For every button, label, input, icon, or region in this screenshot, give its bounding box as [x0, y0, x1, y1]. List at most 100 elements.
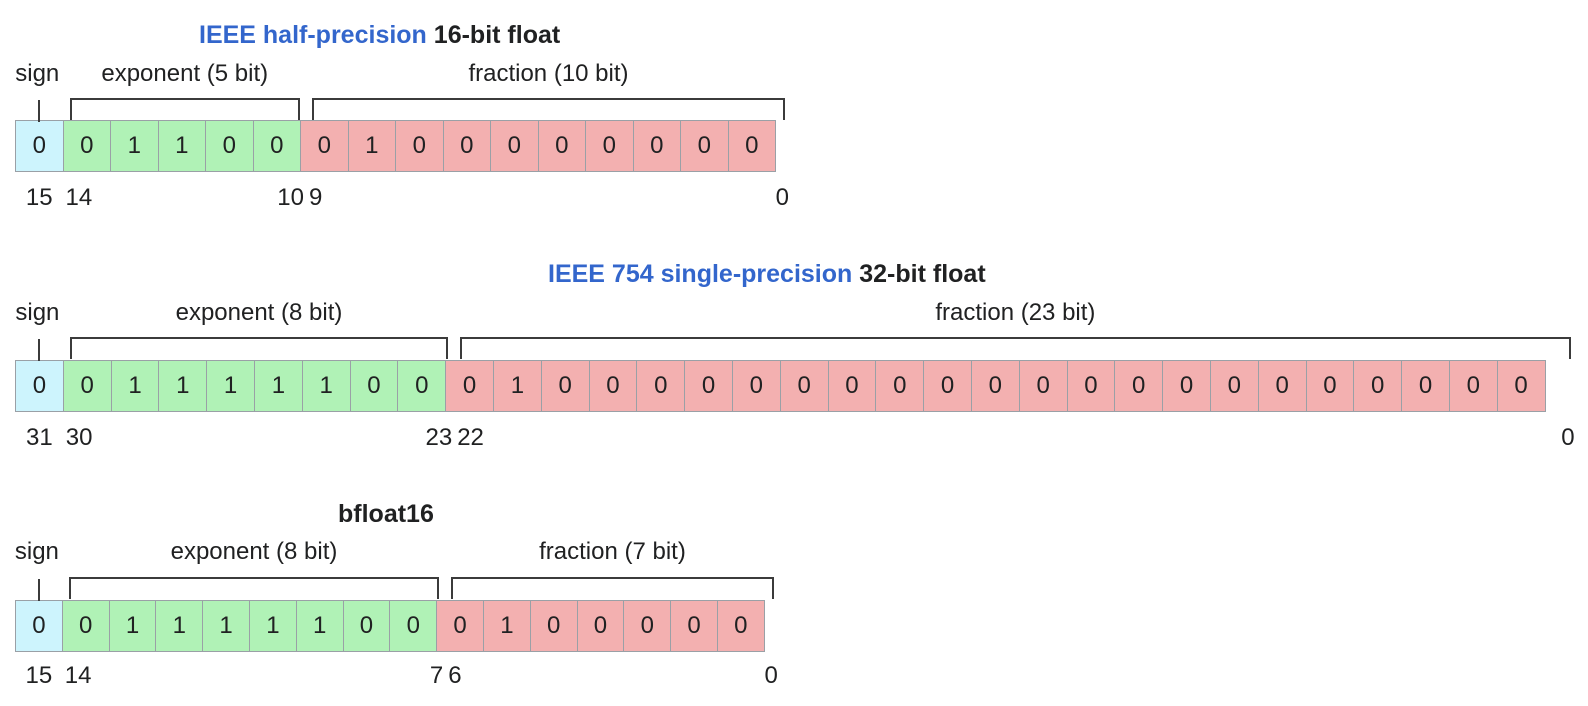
- exponent-bit-cell: 1: [253, 360, 303, 412]
- fraction-bit-cell: 0: [623, 600, 672, 652]
- exponent-bit-cell: 1: [202, 600, 250, 652]
- fraction-bit-cell: 0: [300, 120, 349, 172]
- exponent-bit-cell: 0: [397, 360, 447, 412]
- exponent-bit-cell: 1: [158, 360, 208, 412]
- title-black-part: 32-bit float: [859, 260, 986, 288]
- exponent-bit-cell: 1: [157, 120, 206, 172]
- fraction-bit-cell: 0: [1114, 360, 1164, 412]
- index-exp-start: 14: [64, 662, 92, 689]
- fraction-bit-cell: 0: [540, 360, 590, 412]
- fraction-bit-cell: 0: [445, 360, 494, 412]
- fraction-bit-cell: 1: [347, 120, 396, 172]
- fraction-bit-cell: 0: [632, 120, 681, 172]
- exponent-caption: exponent (8 bit): [170, 538, 338, 565]
- index-exp-end: 23: [425, 424, 453, 451]
- title-black-part: bfloat16: [338, 500, 434, 528]
- exponent-bit-cell: 0: [205, 120, 254, 172]
- exponent-bit-cell: 0: [342, 600, 391, 652]
- sign-caption: sign: [15, 299, 60, 326]
- fraction-bit-cell: 1: [482, 600, 531, 652]
- index-frac-start: 22: [457, 424, 484, 451]
- sign-tick: [38, 100, 41, 122]
- fraction-bit-cell: 1: [492, 360, 542, 412]
- fraction-bit-cell: 0: [1496, 360, 1546, 412]
- index-sign: 15: [25, 184, 53, 211]
- fraction-bit-cell: 0: [727, 120, 776, 172]
- fraction-bit-cell: 0: [636, 360, 686, 412]
- exponent-bracket: [68, 577, 440, 599]
- fraction-bit-cell: 0: [716, 600, 765, 652]
- title-black-part: 16-bit float: [433, 21, 561, 49]
- fraction-bracket: [460, 337, 1571, 359]
- fraction-bit-cell: 0: [1018, 360, 1068, 412]
- fraction-bit-cell: 0: [827, 360, 877, 412]
- fraction-bit-cell: 0: [1448, 360, 1498, 412]
- exponent-bracket: [69, 337, 449, 359]
- index-exp-start: 30: [65, 424, 93, 451]
- fraction-bit-cell: 0: [684, 360, 733, 412]
- sign-caption: sign: [15, 60, 60, 87]
- sign-caption: sign: [14, 538, 59, 565]
- sign-bit-cell: 0: [15, 360, 64, 412]
- title-blue-part: IEEE 754 single-precision: [548, 260, 853, 288]
- fraction-bit-cell: 0: [779, 360, 829, 412]
- fraction-bit-cell: 0: [442, 120, 491, 172]
- exponent-caption: exponent (5 bit): [101, 60, 269, 87]
- index-frac-end: 0: [1561, 424, 1575, 451]
- exponent-bit-cell: 1: [301, 360, 351, 412]
- sign-tick: [37, 579, 40, 601]
- fraction-bit-cell: 0: [670, 600, 718, 652]
- index-sign: 15: [25, 662, 53, 689]
- diagram-title-half-precision: IEEE half-precision 16-bit float: [199, 23, 560, 48]
- sign-bit-cell: 0: [15, 120, 64, 172]
- index-frac-end: 0: [775, 184, 789, 211]
- index-sign: 31: [26, 424, 53, 451]
- diagram-title-bfloat16: bfloat16: [338, 502, 434, 527]
- sign-bit-cell: 0: [15, 600, 63, 652]
- exponent-bit-cell: 0: [61, 600, 110, 652]
- exponent-bit-cell: 0: [349, 360, 399, 412]
- fraction-bit-cell: 0: [576, 600, 625, 652]
- exponent-bit-cell: 1: [108, 600, 157, 652]
- exponent-bit-cell: 1: [295, 600, 344, 652]
- fraction-bit-cell: 0: [537, 120, 586, 172]
- fraction-bit-cell: 0: [1305, 360, 1355, 412]
- exponent-bit-cell: 0: [62, 120, 111, 172]
- diagram-title-single-precision: IEEE 754 single-precision 32-bit float: [548, 262, 986, 287]
- sign-tick: [38, 339, 41, 361]
- index-exp-start: 14: [65, 184, 93, 211]
- exponent-bit-cell: 1: [206, 360, 255, 412]
- fraction-bit-cell: 0: [731, 360, 781, 412]
- fraction-caption: fraction (10 bit): [468, 60, 629, 87]
- fraction-bit-cell: 0: [490, 120, 539, 172]
- fraction-bit-cell: 0: [588, 360, 638, 412]
- exponent-bracket: [69, 98, 300, 120]
- exponent-caption: exponent (8 bit): [175, 299, 343, 326]
- fraction-bit-cell: 0: [875, 360, 925, 412]
- fraction-caption: fraction (7 bit): [539, 538, 686, 565]
- exponent-bit-cell: 1: [155, 600, 204, 652]
- exponent-bit-cell: 0: [252, 120, 301, 172]
- index-exp-end: 7: [429, 662, 444, 689]
- fraction-bit-cell: 0: [970, 360, 1020, 412]
- fraction-bit-cell: 0: [1209, 360, 1259, 412]
- fraction-bit-cell: 0: [1401, 360, 1450, 412]
- fraction-bit-cell: 0: [436, 600, 484, 652]
- fraction-bit-cell: 0: [395, 120, 444, 172]
- index-frac-start: 6: [448, 662, 462, 689]
- fraction-bracket: [451, 577, 774, 599]
- title-blue-part: IEEE half-precision: [199, 21, 427, 49]
- fraction-bit-cell: 0: [1162, 360, 1211, 412]
- exponent-bit-cell: 0: [62, 360, 112, 412]
- index-exp-end: 10: [277, 184, 304, 211]
- index-frac-start: 9: [309, 184, 323, 211]
- fraction-bracket: [312, 98, 785, 120]
- fraction-bit-cell: 0: [529, 600, 578, 652]
- fraction-bit-cell: 0: [680, 120, 729, 172]
- fraction-bit-cell: 0: [923, 360, 972, 412]
- index-frac-end: 0: [764, 662, 778, 689]
- fraction-bit-cell: 0: [1066, 360, 1116, 412]
